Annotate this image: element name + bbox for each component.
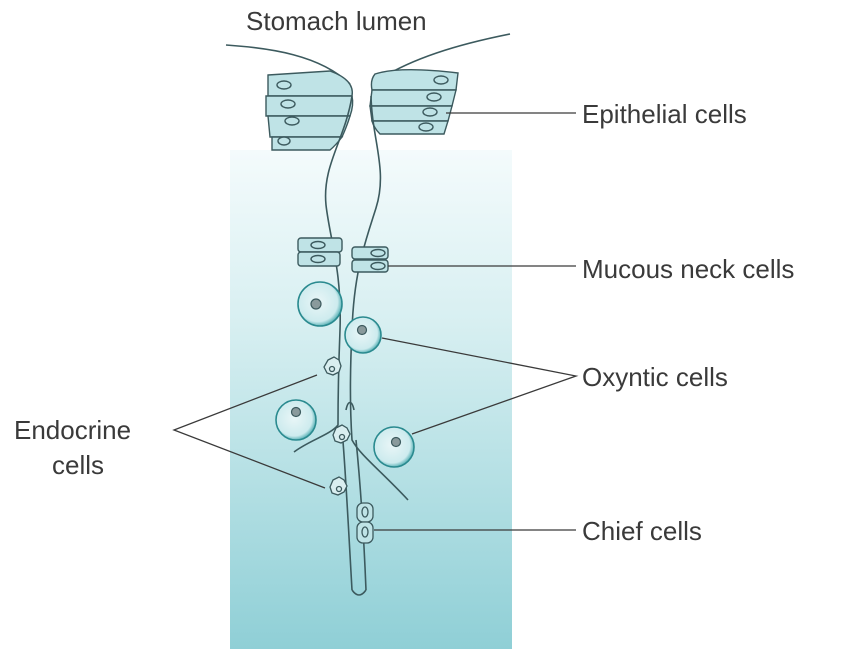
label-chief-cells: Chief cells: [582, 516, 702, 546]
label-endocrine-cells-line2: cells: [52, 450, 104, 480]
label-oxyntic-cells: Oxyntic cells: [582, 362, 728, 392]
label-mucous-neck-cells: Mucous neck cells: [582, 254, 794, 284]
label-epithelial-cells: Epithelial cells: [582, 99, 747, 129]
label-stomach-lumen: Stomach lumen: [246, 6, 427, 36]
label-endocrine-cells-line1: Endocrine: [14, 415, 131, 445]
epithelial-cells-right: [370, 70, 458, 134]
chief-cells: [357, 503, 373, 543]
